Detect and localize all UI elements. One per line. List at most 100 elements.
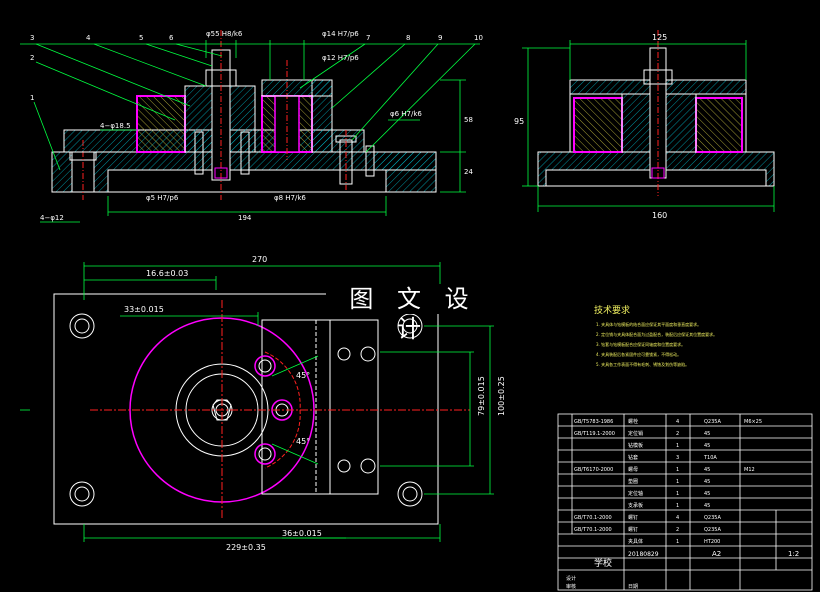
row-11-name: 夹具体 [628, 538, 643, 545]
row-6-name: 垫圈 [628, 478, 638, 485]
part-number-10: 10 [474, 34, 483, 42]
plan-view [53, 293, 470, 525]
row-7-mat: 45 [704, 491, 710, 497]
row-10-mat: Q235A [704, 527, 721, 533]
part-number-4: 4 [86, 34, 91, 42]
part-number-6: 6 [169, 34, 174, 42]
dim-phi5: φ5 H7/p6 [146, 194, 179, 202]
row-6-qty: 1 [676, 479, 679, 485]
part-number-5: 5 [139, 34, 143, 42]
tech-req-line-5: 5. 夹具各工作表面不得有毛刺、锈蚀及划伤等缺陷。 [596, 362, 690, 367]
front-view [51, 30, 437, 200]
row-7-name: 定位轴 [628, 490, 643, 497]
tech-req-line-2: 2. 定位销与夹具体配合面为过盈配合，装配后应保证其位置度要求。 [596, 332, 718, 337]
dim-phi8: φ8 H7/k6 [274, 194, 306, 202]
dim-95: 95 [514, 117, 524, 126]
part-number-2: 2 [30, 54, 34, 62]
tech-req-line-4: 4. 夹具装配后各紧固件应可靠锁紧，不得松动。 [596, 352, 682, 357]
row-4-name: 钻套 [628, 454, 638, 461]
dim-58: 58 [464, 116, 473, 124]
dim-36: 36±0.015 [282, 529, 322, 538]
sheet-size: A2 [712, 550, 721, 558]
title-block: 学校 20180829 A2 1:2 设计 审核 日期 [566, 550, 799, 590]
front-view-dimensions [20, 40, 480, 223]
dim-160: 160 [652, 211, 667, 220]
row-1-qty: 4 [676, 419, 679, 425]
front-view-dim-text: φ55 H8/k6 φ14 H7/p6 φ12 H7/p6 4−φ18.5 φ6… [40, 30, 473, 222]
dim-16-6: 16.6±0.03 [146, 269, 188, 278]
row-1-name: 螺栓 [628, 418, 638, 425]
dim-194: 194 [238, 214, 252, 222]
dim-45-upper: 45° [296, 371, 310, 380]
parts-table-rows: GB/T5783-1986 螺栓 4 Q235A M6×25 GB/T119.1… [574, 418, 762, 545]
parts-table [557, 413, 813, 591]
title-cell-review: 审核 [566, 583, 576, 590]
row-1-std: GB/T5783-1986 [574, 419, 613, 425]
row-8-name: 支承板 [628, 502, 643, 509]
dim-79: 79±0.015 [477, 376, 486, 416]
dim-4-phi12: 4−φ12 [40, 214, 64, 222]
row-5-qty: 1 [676, 467, 679, 473]
part-number-8: 8 [406, 34, 410, 42]
row-2-mat: 45 [704, 431, 710, 437]
row-11-mat: HT200 [704, 539, 720, 545]
front-view-labels: 3 4 5 6 7 8 9 10 2 1 [30, 34, 483, 102]
row-8-mat: 45 [704, 503, 710, 509]
dim-4-phi18: 4−φ18.5 [100, 122, 131, 130]
row-10-qty: 2 [676, 527, 679, 533]
drawing-number: 20180829 [628, 551, 659, 558]
dim-45-lower: 45° [296, 437, 310, 446]
scale: 1:2 [788, 550, 799, 558]
title-cell-date: 日期 [628, 584, 638, 590]
dim-phi6: φ6 H7/k6 [390, 110, 422, 118]
row-4-qty: 3 [676, 455, 679, 461]
dim-100: 100±0.25 [497, 376, 506, 416]
tech-req-line-3: 3. 钻套与钻模板配合应保证同轴度和位置度要求。 [596, 342, 686, 347]
row-2-name: 定位销 [628, 430, 643, 437]
row-9-mat: Q235A [704, 515, 721, 521]
dim-125: 125 [652, 33, 667, 42]
side-view [537, 30, 775, 196]
row-9-name: 螺钉 [628, 514, 638, 521]
row-10-name: 螺钉 [628, 526, 638, 533]
row-4-mat: T10A [703, 455, 717, 461]
row-3-mat: 45 [704, 443, 710, 449]
row-1-mat: Q235A [704, 419, 721, 425]
plan-view-dimensions [20, 262, 494, 542]
part-number-9: 9 [438, 34, 442, 42]
row-5-name: 螺母 [628, 466, 638, 473]
row-3-name: 钻模板 [628, 442, 643, 449]
title-cell-design: 设计 [566, 575, 576, 582]
row-3-qty: 1 [676, 443, 679, 449]
row-5-note: M12 [744, 467, 755, 473]
row-11-qty: 1 [676, 539, 679, 545]
tech-req-line-1: 1. 夹具体与钻模板的结合面应保证其平面度和垂直度要求。 [596, 322, 702, 327]
side-view-dimensions [522, 40, 775, 212]
dim-270: 270 [252, 255, 267, 264]
dim-229: 229±0.35 [226, 543, 266, 552]
row-10-std: GB/T70.1-2000 [574, 527, 612, 533]
row-8-qty: 1 [676, 503, 679, 509]
watermark: 图 文 设 计 [326, 284, 500, 343]
row-2-qty: 2 [676, 431, 679, 437]
row-7-qty: 1 [676, 491, 679, 497]
row-5-std: GB/T6170-2000 [574, 467, 613, 473]
row-5-mat: 45 [704, 467, 710, 473]
row-2-std: GB/T119.1-2000 [574, 431, 615, 437]
row-9-std: GB/T70.1-2000 [574, 515, 612, 521]
dim-phi55: φ55 H8/k6 [206, 30, 243, 38]
dim-33: 33±0.015 [124, 305, 164, 314]
school-name: 学校 [594, 557, 612, 569]
row-1-note: M6×25 [744, 419, 762, 425]
tech-requirements-title: 技术要求 [594, 306, 631, 316]
part-number-1: 1 [30, 94, 34, 102]
dim-phi14: φ14 H7/p6 [322, 30, 359, 38]
part-number-3: 3 [30, 34, 34, 42]
dim-phi12: φ12 H7/p6 [322, 54, 359, 62]
row-6-mat: 45 [704, 479, 710, 485]
row-9-qty: 4 [676, 515, 679, 521]
part-number-7: 7 [366, 34, 370, 42]
dim-24: 24 [464, 168, 473, 176]
